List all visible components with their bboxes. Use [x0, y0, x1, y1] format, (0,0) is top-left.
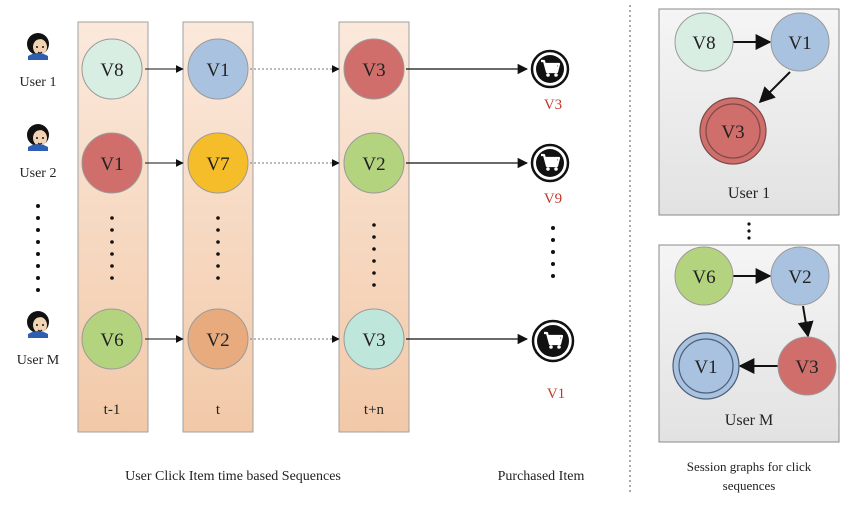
svg-text:V8: V8: [100, 60, 123, 81]
svg-text:V6: V6: [100, 330, 123, 351]
svg-text:V1: V1: [694, 357, 717, 378]
item-node: V6: [81, 308, 143, 370]
user-avatar-icon: [26, 32, 50, 61]
shopping-cart-icon: [530, 143, 570, 183]
item-node: V2: [343, 132, 405, 194]
item-node: V2: [187, 308, 249, 370]
time-label: t+n: [364, 402, 385, 418]
user-avatar-icon: [26, 123, 50, 152]
item-node: V3: [343, 308, 405, 370]
graph-node: V8: [674, 12, 734, 72]
graph-edge: [797, 305, 814, 338]
svg-text:V7: V7: [206, 154, 229, 175]
ellipsis-vertical: [372, 223, 376, 287]
graph-edge: [758, 71, 791, 104]
svg-text:V2: V2: [362, 154, 385, 175]
sequences-caption: User Click Item time based Sequences: [125, 469, 341, 484]
svg-text:V3: V3: [362, 330, 385, 351]
svg-text:V1: V1: [100, 154, 123, 175]
ellipsis-vertical: [747, 222, 751, 240]
user-label: User 1: [20, 75, 57, 90]
user-avatar-icon: [26, 310, 50, 339]
purchased-item-label: V9: [544, 191, 562, 207]
svg-text:V8: V8: [692, 33, 715, 54]
graph-node-purchased: V3: [699, 97, 767, 165]
user-label: User M: [17, 353, 60, 368]
graph-node-purchased: V1: [672, 332, 740, 400]
svg-text:V2: V2: [788, 267, 811, 288]
time-label: t: [216, 402, 221, 418]
graphs-caption-line-2: sequences: [723, 478, 776, 493]
svg-text:V1: V1: [206, 60, 229, 81]
item-node: V1: [81, 132, 143, 194]
graph-panel-label: User 1: [728, 185, 770, 202]
graph-node: V1: [770, 12, 830, 72]
svg-text:V3: V3: [362, 60, 385, 81]
purchased-item-label: V1: [547, 386, 565, 402]
graph-node: V3: [777, 336, 837, 396]
item-node: V7: [187, 132, 249, 194]
shopping-cart-icon: [530, 49, 570, 89]
user-label: User 2: [20, 166, 57, 181]
graphs-caption-line-1: Session graphs for click: [687, 459, 812, 474]
time-label: t-1: [104, 402, 121, 418]
graph-node: V6: [674, 246, 734, 306]
svg-text:V3: V3: [795, 357, 818, 378]
ellipsis-vertical: [216, 216, 220, 280]
purchased-caption: Purchased Item: [498, 469, 585, 484]
item-node: V1: [187, 38, 249, 100]
svg-text:V2: V2: [206, 330, 229, 351]
graph-node: V2: [770, 246, 830, 306]
item-node: V8: [81, 38, 143, 100]
graph-panel-label: User M: [725, 412, 773, 429]
purchased-item-label: V3: [544, 97, 562, 113]
svg-text:V6: V6: [692, 267, 715, 288]
shopping-cart-icon: [531, 319, 575, 363]
svg-text:V3: V3: [721, 122, 744, 143]
ellipsis-vertical: [551, 226, 555, 278]
ellipsis-vertical: [36, 204, 40, 292]
ellipsis-vertical: [110, 216, 114, 280]
item-node: V3: [343, 38, 405, 100]
svg-text:V1: V1: [788, 33, 811, 54]
